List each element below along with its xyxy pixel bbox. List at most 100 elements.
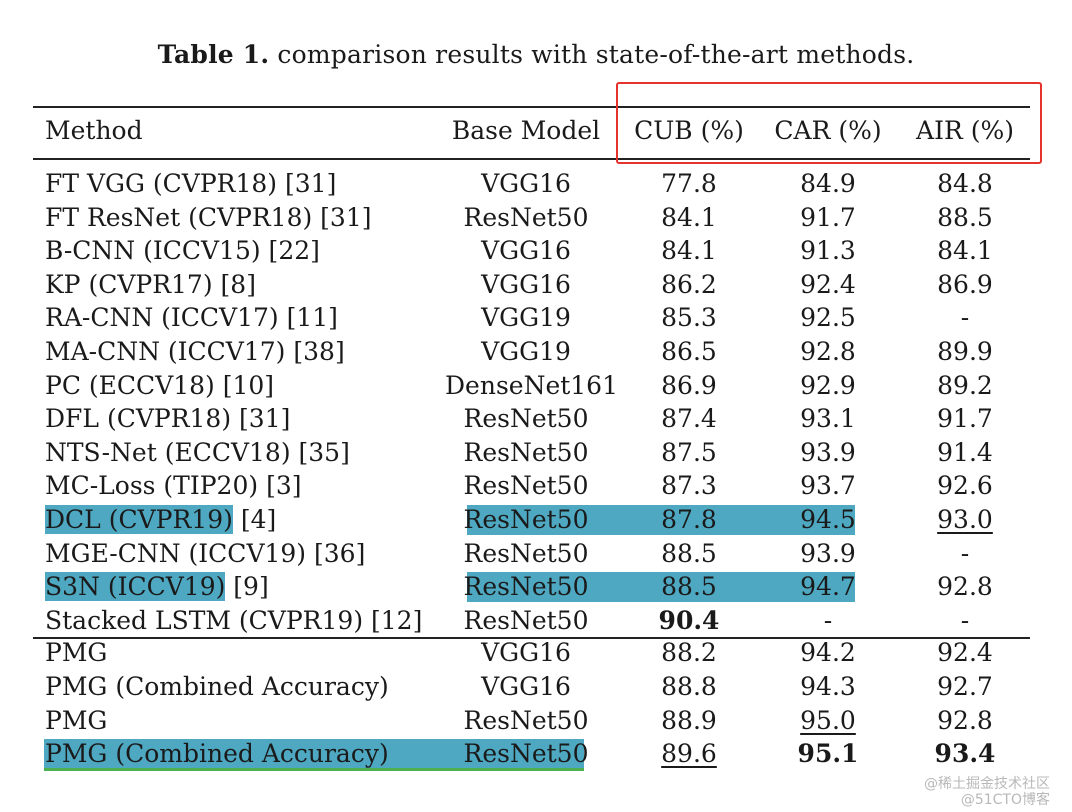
cub-cell: 85.3 [661,303,717,333]
cub-cell: 89.6 [661,739,717,769]
method-cell: PMG [45,638,108,667]
air-cell: 92.8 [937,705,993,735]
method-cell: S3N (ICCV19) [9] [45,570,269,604]
car-cell: 95.1 [797,739,859,769]
cub-cell: 88.5 [661,572,717,602]
air-cell: 84.8 [937,169,993,198]
watermark-line1: @稀土掘金技术社区 [924,776,1050,792]
header-cub: CUB (%) [634,116,744,145]
base-model-cell: VGG16 [481,269,571,299]
base-model-cell: ResNet50 [463,437,589,467]
car-cell: 92.5 [800,303,856,333]
section-rule [33,637,1030,639]
caption-label: Table 1. [157,40,270,69]
watermark: @稀土掘金技术社区 @51CTO博客 [924,776,1050,808]
cub-cell: 87.4 [661,404,717,434]
method-cell: Stacked LSTM (CVPR19) [12] [45,605,423,635]
air-cell: 92.7 [937,671,993,701]
air-cell: 89.9 [937,337,993,366]
method-cell: PMG (Combined Accuracy) [45,671,389,701]
base-model-cell: ResNet50 [463,404,589,434]
car-cell: 92.9 [800,370,856,400]
car-cell: 93.1 [800,404,856,434]
air-cell: - [960,538,970,568]
base-model-cell: VGG16 [481,671,571,701]
air-cell: 93.0 [937,505,993,534]
base-model-cell: ResNet50 [463,505,589,534]
method-highlighted: S3N (ICCV19) [45,572,226,602]
cub-cell: 88.9 [661,705,717,735]
cub-cell: 88.2 [661,638,717,667]
method-ref: [9] [225,572,269,602]
base-model-cell: ResNet50 [463,739,589,769]
top-rule [33,106,1030,108]
car-cell: 93.9 [800,538,856,568]
air-cell: 88.5 [937,202,993,232]
base-model-cell: VGG16 [481,169,571,198]
air-cell: 92.4 [937,638,993,667]
red-annotation-box [616,82,1042,164]
car-cell: - [823,605,833,635]
table-caption: Table 1. comparison results with state-o… [0,40,1072,69]
base-model-cell: ResNet50 [463,605,589,635]
header-air: AIR (%) [916,116,1014,145]
base-model-cell: VGG19 [481,337,571,366]
cub-cell: 84.1 [661,202,717,232]
green-underline-mark [44,768,584,771]
base-model-cell: ResNet50 [463,538,589,568]
base-model-cell: ResNet50 [463,202,589,232]
method-cell: B-CNN (ICCV15) [22] [45,236,320,266]
cub-cell: 77.8 [661,169,717,198]
base-model-cell: ResNet50 [463,572,589,602]
method-ref: [4] [232,505,277,534]
method-cell: FT ResNet (CVPR18) [31] [45,202,372,232]
air-cell: - [960,303,970,333]
car-cell: 92.4 [800,269,856,299]
car-cell: 84.9 [800,169,856,198]
car-cell: 91.7 [800,202,856,232]
method-cell: PMG [45,705,108,735]
cub-cell: 84.1 [661,236,717,266]
car-cell: 94.3 [800,671,856,701]
method-cell: MGE-CNN (ICCV19) [36] [45,538,366,568]
air-cell: 89.2 [937,370,993,400]
cub-cell: 86.9 [661,370,717,400]
car-cell: 93.9 [800,437,856,467]
cub-cell: 87.5 [661,437,717,467]
row-highlight-bar [467,505,855,535]
method-cell: MA-CNN (ICCV17) [38] [45,337,345,366]
method-cell: PMG (Combined Accuracy) [45,739,389,769]
air-cell: 91.7 [937,404,993,434]
header-car: CAR (%) [774,116,882,145]
method-cell: FT VGG (CVPR18) [31] [45,169,337,198]
air-cell: - [960,605,970,635]
header-method: Method [45,116,143,145]
air-cell: 91.4 [937,437,993,467]
cub-cell: 86.5 [661,337,717,366]
air-cell: 93.4 [934,739,996,769]
cub-cell: 87.8 [661,505,717,534]
base-model-cell: VGG16 [481,236,571,266]
base-model-cell: VGG19 [481,303,571,333]
method-cell: KP (CVPR17) [8] [45,269,256,299]
method-highlighted: DCL (CVPR19) [45,505,233,534]
watermark-line2: @51CTO博客 [960,792,1050,808]
air-cell: 84.1 [937,236,993,266]
caption-text: comparison results with state-of-the-art… [269,40,915,69]
air-cell: 92.8 [937,572,993,602]
method-cell: RA-CNN (ICCV17) [11] [45,303,338,333]
car-cell: 94.7 [800,572,856,602]
cub-cell: 86.2 [661,269,717,299]
base-model-cell: ResNet50 [463,705,589,735]
base-model-cell: ResNet50 [463,471,589,501]
cub-cell: 88.8 [661,671,717,701]
car-cell: 91.3 [800,236,856,266]
method-cell: NTS-Net (ECCV18) [35] [45,437,350,467]
method-cell: DFL (CVPR18) [31] [45,404,291,434]
car-cell: 93.7 [800,471,856,501]
car-cell: 94.2 [800,638,856,667]
car-cell: 92.8 [800,337,856,366]
cub-cell: 88.5 [661,538,717,568]
cub-cell: 90.4 [658,605,720,635]
car-cell: 94.5 [800,505,856,534]
